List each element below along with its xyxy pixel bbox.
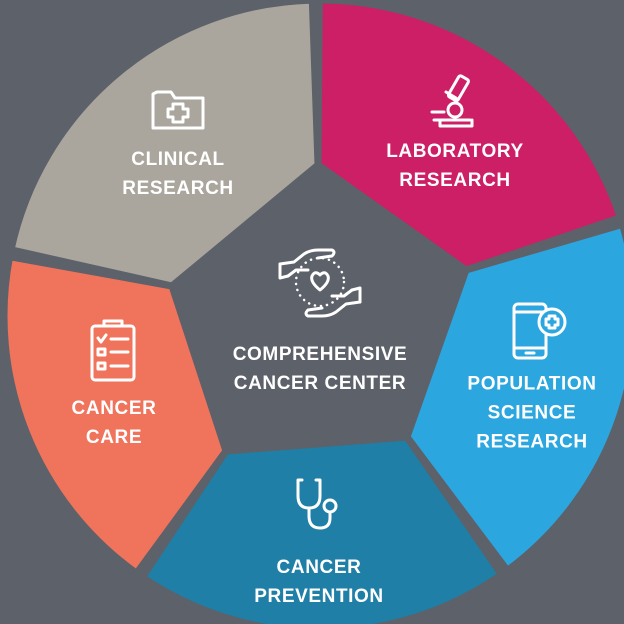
- hands-heart-icon: [278, 248, 362, 318]
- segment-care: [0, 253, 230, 577]
- mobile-health-icon: [512, 302, 567, 360]
- segment-prevention: [138, 433, 506, 624]
- clipboard-checklist-icon: [90, 319, 136, 382]
- stethoscope-icon: [296, 478, 338, 530]
- segment-laboratory: [314, 0, 624, 274]
- segment-population: [403, 220, 624, 574]
- microscope-icon: [430, 74, 474, 128]
- medical-folder-icon: [151, 90, 205, 130]
- segment-clinical: [7, 0, 322, 290]
